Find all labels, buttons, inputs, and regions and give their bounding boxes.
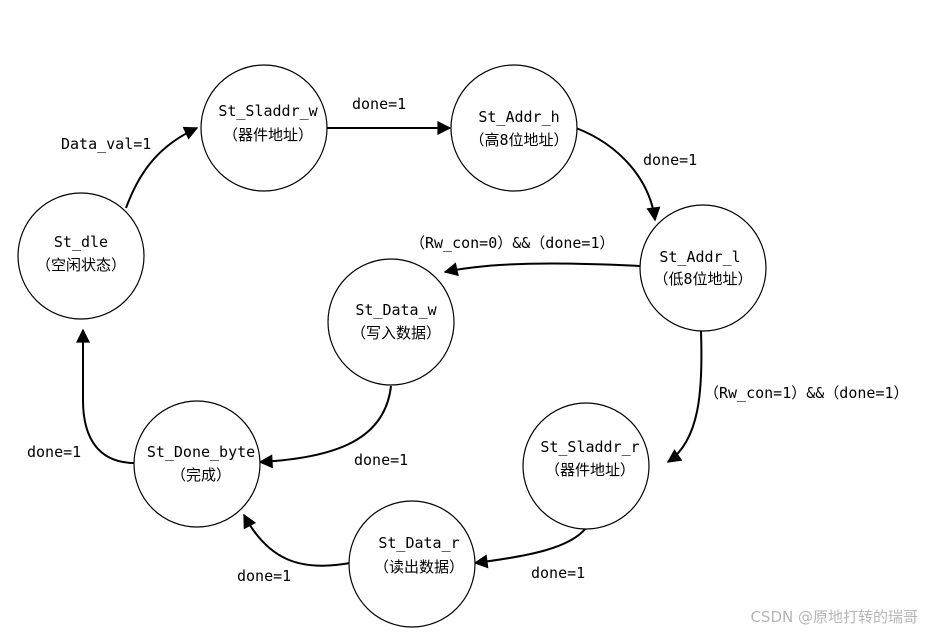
state-data-w-desc: （写入数据） [351, 324, 441, 342]
state-idle: St_dle （空闲状态） [17, 192, 145, 320]
state-addr-l-desc: （低8位地址） [653, 270, 752, 288]
state-done-byte-desc: （完成） [171, 466, 231, 484]
state-sladdr-r-desc: （器件地址） [545, 461, 635, 479]
state-addr-h: St_Addr_h （高8位地址） [450, 64, 578, 192]
edge-sladdr-r-to-data-r: done=1 [473, 527, 587, 582]
state-sladdr-r: St_Sladdr_r （器件地址） [522, 402, 650, 530]
state-sladdr-w-name: St_Sladdr_w [218, 102, 318, 120]
state-data-w-name: St_Data_w [355, 301, 437, 319]
state-addr-h-desc: （高8位地址） [469, 131, 568, 149]
state-sladdr-w: St_Sladdr_w （器件地址） [200, 64, 328, 192]
state-sladdr-w-desc: （器件地址） [223, 126, 313, 144]
edge-addr-l-to-data-w: （Rw_con=0）&&（done=1） [410, 234, 641, 277]
state-data-r-name: St_Data_r [378, 534, 459, 552]
state-sladdr-r-name: St_Sladdr_r [540, 438, 639, 456]
edge-label-addr-l-to-data-w: （Rw_con=0）&&（done=1） [410, 234, 615, 252]
edge-label-data-r-to-done-byte: done=1 [237, 567, 291, 585]
edge-label-sladdr-r-to-data-r: done=1 [531, 564, 585, 582]
state-idle-name: St_dle [54, 233, 108, 251]
state-addr-l: St_Addr_l （低8位地址） [639, 204, 767, 332]
edge-data-r-to-done-byte: done=1 [237, 513, 351, 585]
state-addr-l-name: St_Addr_l [659, 248, 740, 266]
edge-label-data-w-to-done-byte: done=1 [354, 451, 408, 469]
edge-label-addr-h-to-addr-l: done=1 [643, 151, 697, 169]
state-data-r: St_Data_r （读出数据） [348, 500, 476, 628]
edge-sladdr-w-to-addr-h: done=1 [327, 95, 452, 135]
state-done-byte-name: St_Done_byte [147, 443, 255, 461]
edge-label-done-byte-to-idle: done=1 [27, 443, 81, 461]
watermark-text: CSDN @原地打转的瑞哥 [750, 608, 918, 626]
edge-label-addr-l-to-sladdr-r: （Rw_con=1）&&（done=1） [704, 384, 909, 402]
edge-label-idle-to-sladdr-w: Data_val=1 [61, 135, 151, 153]
edge-addr-l-to-sladdr-r: （Rw_con=1）&&（done=1） [666, 330, 909, 463]
state-data-w: St_Data_w （写入数据） [327, 258, 455, 386]
edge-done-byte-to-idle: done=1 [27, 328, 136, 464]
edge-idle-to-sladdr-w: Data_val=1 [61, 126, 199, 209]
edge-data-w-to-done-byte: done=1 [258, 385, 408, 469]
state-data-r-desc: （读出数据） [374, 558, 464, 576]
state-addr-h-name: St_Addr_h [478, 108, 559, 126]
state-idle-desc: （空闲状态） [36, 256, 126, 274]
edge-label-sladdr-w-to-addr-h: done=1 [352, 95, 406, 113]
state-done-byte: St_Done_byte （完成） [133, 400, 261, 528]
edge-addr-h-to-addr-l: done=1 [575, 127, 697, 222]
